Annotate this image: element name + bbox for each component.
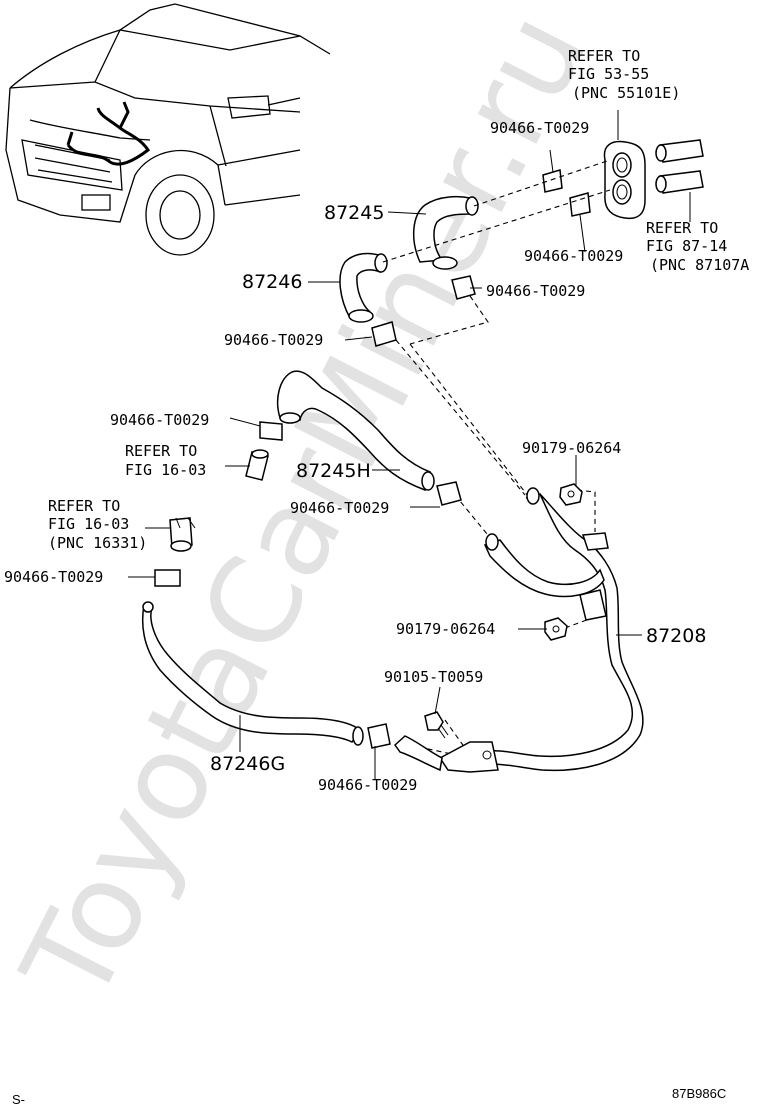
refer-87-line-3: (PNC 87107A bbox=[650, 256, 749, 274]
dash-2 bbox=[382, 189, 611, 263]
bolt-label-1: 90105-T0059 bbox=[384, 668, 483, 686]
refer-16a-line-1: REFER TO bbox=[125, 442, 197, 460]
clamp-label-6: 90466-T0029 bbox=[290, 499, 389, 517]
pipe-87208 bbox=[394, 487, 644, 773]
refer-16b-line-2: FIG 16-03 bbox=[48, 515, 129, 533]
clamp-top-1 bbox=[542, 149, 563, 193]
clamp-label-7: 90466-T0029 bbox=[4, 568, 103, 586]
clamp-87245-lower bbox=[451, 275, 476, 300]
clamp-label-8: 90466-T0029 bbox=[318, 776, 417, 794]
hose-87246 bbox=[339, 252, 388, 323]
dash-6 bbox=[454, 494, 493, 541]
nut-2 bbox=[544, 617, 568, 641]
leader-87245 bbox=[387, 211, 427, 215]
dash-9 bbox=[444, 719, 466, 749]
refer-16a-line-2: FIG 16-03 bbox=[125, 461, 206, 479]
footer-left: S- bbox=[12, 1092, 25, 1107]
dash-4 bbox=[395, 339, 526, 496]
clamp-label-3: 90466-T0029 bbox=[224, 331, 323, 349]
refer-53-line-2: FIG 53-55 bbox=[568, 65, 649, 83]
dash-3 bbox=[409, 295, 489, 345]
refer-16b-line-1: REFER TO bbox=[48, 497, 120, 515]
hose-87245h bbox=[276, 370, 435, 491]
clamp-label-4: 90466-T0029 bbox=[486, 282, 585, 300]
grommet-assembly bbox=[603, 110, 704, 222]
refer-16b-line-3: (PNC 16331) bbox=[48, 534, 147, 552]
footer-code: 87B986C bbox=[672, 1086, 726, 1101]
clamp-87246g-upper bbox=[154, 569, 181, 587]
refer-53-line-3: (PNC 55101E) bbox=[572, 84, 680, 102]
dash-5 bbox=[409, 343, 536, 506]
part-label-87208: 87208 bbox=[646, 625, 706, 647]
part-label-87245h: 87245H bbox=[296, 460, 371, 482]
vehicle-illustration bbox=[5, 3, 331, 256]
part-label-87245: 87245 bbox=[324, 202, 384, 224]
nut-1 bbox=[559, 483, 583, 506]
refer-fitting-16b bbox=[169, 517, 196, 552]
clamp-label-5: 90466-T0029 bbox=[110, 411, 209, 429]
hose-87245 bbox=[412, 195, 479, 270]
refer-87-line-1: REFER TO bbox=[646, 219, 718, 237]
refer-fitting-16a bbox=[245, 449, 269, 481]
clamp-87246g-lower bbox=[367, 723, 391, 749]
part-label-87246: 87246 bbox=[242, 271, 302, 293]
dash-10 bbox=[564, 617, 593, 629]
leader-bolt-1 bbox=[434, 686, 441, 715]
nut-label-1: 90179-06264 bbox=[522, 439, 621, 457]
leader-clamp-3 bbox=[344, 336, 373, 341]
leader-clamp-5 bbox=[229, 417, 261, 427]
clamp-label-1: 90466-T0029 bbox=[490, 119, 589, 137]
clamp-87245h-lower bbox=[436, 481, 462, 506]
clamp-87245h-upper bbox=[259, 421, 283, 441]
clamp-label-2: 90466-T0029 bbox=[524, 247, 623, 265]
nut-label-2: 90179-06264 bbox=[396, 620, 495, 638]
clamp-top-2 bbox=[569, 192, 591, 253]
hose-87246g bbox=[141, 601, 364, 746]
refer-53-line-1: REFER TO bbox=[568, 47, 640, 65]
dash-1 bbox=[473, 159, 611, 207]
part-label-87246g: 87246G bbox=[210, 753, 285, 775]
refer-87-line-2: FIG 87-14 bbox=[646, 237, 727, 255]
bolt-1 bbox=[424, 711, 449, 739]
dash-7 bbox=[576, 489, 596, 532]
